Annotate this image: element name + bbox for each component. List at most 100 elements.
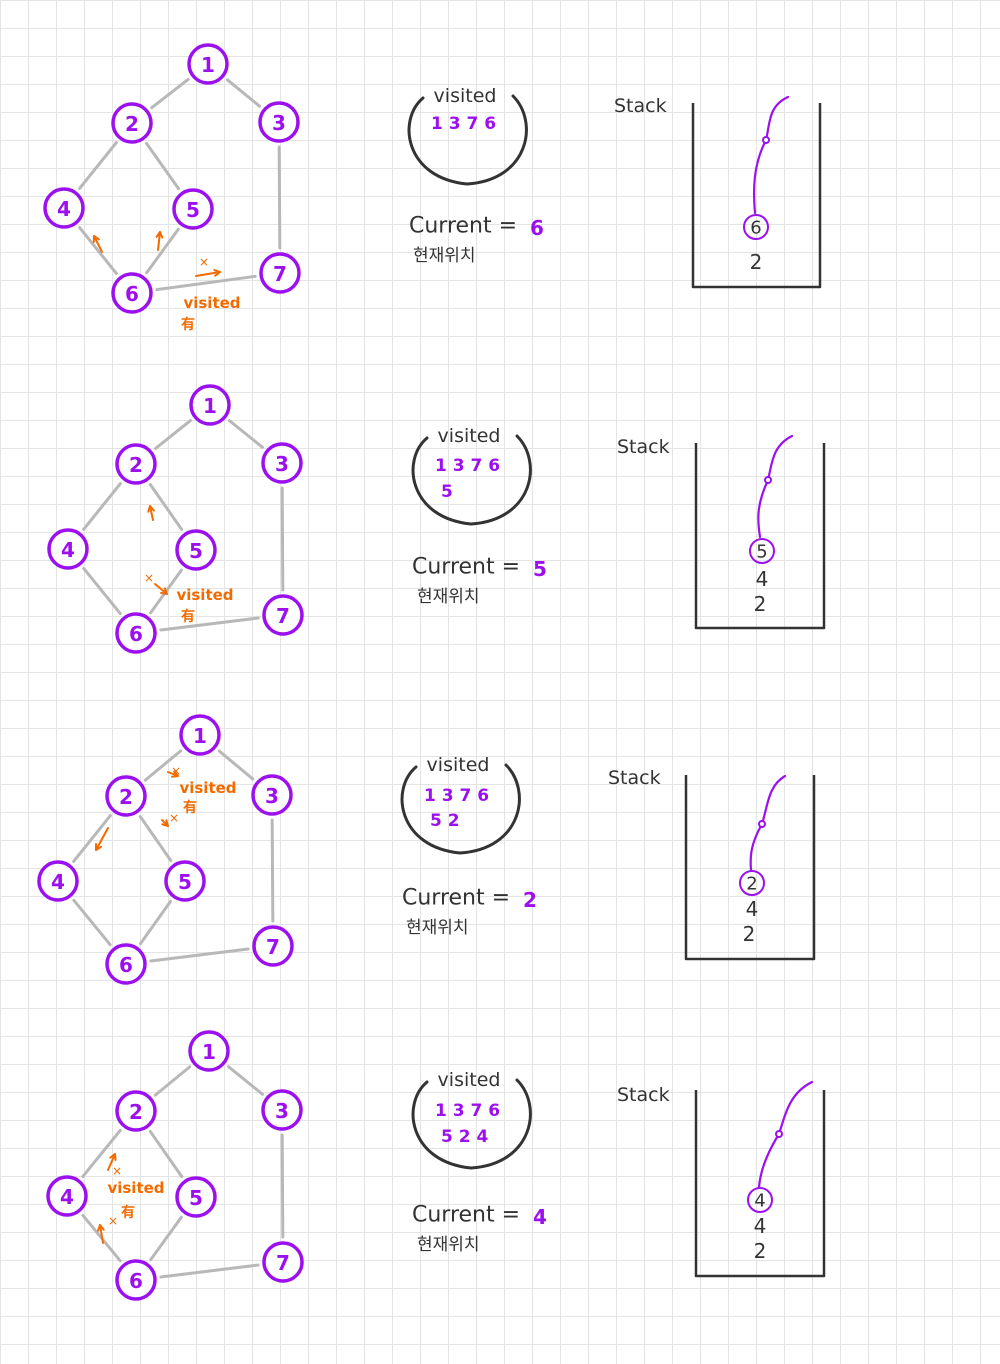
graph-node-3: 3 — [261, 442, 303, 484]
node-label: 2 — [129, 453, 143, 477]
visited-line-1: 1 3 7 6 — [424, 786, 489, 806]
stack-item: 6 — [750, 218, 761, 239]
graph-edge-1-3 — [225, 78, 262, 108]
node-label: 2 — [119, 785, 133, 809]
node-label: 7 — [266, 935, 280, 959]
graph-edge-1-3 — [217, 749, 255, 781]
graph-edge-6-7 — [159, 1263, 260, 1279]
arrow-head-icon — [147, 505, 155, 513]
annotation-arrow — [161, 819, 169, 827]
cross-mark-icon: × — [171, 764, 181, 778]
graph-node-2: 2 — [111, 102, 153, 144]
visited-line-1: 1 3 7 6 — [431, 114, 496, 134]
node-label: 6 — [119, 953, 133, 977]
current-value: 6 — [530, 216, 544, 240]
annotation-arrow — [107, 1153, 117, 1171]
visited-title: visited — [434, 85, 497, 107]
current-label-korean: 현재위치 — [417, 587, 480, 607]
graph-node-5: 5 — [175, 529, 217, 571]
current-value: 5 — [533, 557, 547, 581]
stack-top-marker — [739, 870, 765, 896]
stack-item: 4 — [754, 1214, 767, 1238]
stack-item: 2 — [750, 250, 763, 274]
node-circle — [262, 1241, 304, 1283]
node-circle — [115, 612, 157, 654]
node-label: 7 — [276, 604, 290, 628]
node-circle — [43, 187, 85, 229]
visited-line-2: 5 — [441, 482, 453, 502]
arrow-head-icon — [94, 843, 103, 851]
node-circle — [175, 529, 217, 571]
node-label: 5 — [189, 539, 203, 563]
stack-pointer-knot — [775, 1130, 783, 1138]
graph-node-7: 7 — [259, 252, 301, 294]
node-circle — [164, 860, 206, 902]
stack-item: 4 — [756, 567, 769, 591]
arrow-shaft — [99, 1224, 104, 1244]
graph-edge-3-7 — [280, 486, 285, 592]
node-label: 2 — [129, 1100, 143, 1124]
arrow-shaft — [154, 583, 168, 595]
node-circle — [261, 1089, 303, 1131]
node-label: 6 — [125, 282, 139, 306]
node-label: 1 — [201, 53, 215, 77]
graph-edge-4-6 — [72, 898, 112, 947]
visited-title: visited — [438, 425, 501, 447]
annotation-visited-text: visited — [107, 1179, 164, 1197]
arrow-shaft — [95, 827, 109, 851]
arrow-head-icon — [161, 819, 169, 827]
graph-edge-2-4 — [82, 482, 122, 531]
graph-node-2: 2 — [115, 1090, 157, 1132]
cross-mark-icon: × — [169, 811, 179, 825]
stack-top-marker — [743, 214, 769, 240]
visited-bag-outline — [400, 763, 521, 855]
stack-item: 4 — [746, 897, 759, 921]
node-circle — [187, 43, 229, 85]
graph-node-6: 6 — [115, 1259, 157, 1301]
annotation-arrow — [167, 770, 179, 778]
node-circle — [105, 943, 147, 985]
node-label: 4 — [61, 538, 75, 562]
graph-node-1: 1 — [189, 384, 231, 426]
graph-node-6: 6 — [115, 612, 157, 654]
graph-edge-2-4 — [72, 814, 112, 863]
graph-edge-6-7 — [155, 274, 257, 292]
visited-title: visited — [438, 1069, 501, 1091]
visited-bag-outline — [411, 434, 532, 526]
graph-node-7: 7 — [252, 925, 294, 967]
stack-title: Stack — [608, 767, 661, 789]
stack-container — [691, 103, 822, 289]
annotation-has-text: 有 — [121, 1204, 135, 1221]
annotation-visited-text: visited — [183, 294, 240, 312]
graph-node-3: 3 — [261, 1089, 303, 1131]
annotation-has-text: 有 — [183, 799, 197, 816]
node-circle — [46, 1175, 88, 1217]
graph-edge-1-3 — [226, 1065, 265, 1096]
annotation-arrow — [154, 583, 168, 595]
node-label: 1 — [193, 724, 207, 748]
graph-edge-1-2 — [153, 1065, 192, 1097]
node-circle — [47, 528, 89, 570]
node-circle — [175, 1176, 217, 1218]
graph-node-5: 5 — [175, 1176, 217, 1218]
graph-edge-3-7 — [277, 145, 282, 250]
graph-edge-3-7 — [270, 818, 275, 923]
graph-edge-1-2 — [150, 77, 190, 110]
node-circle — [105, 775, 147, 817]
cross-mark-icon: × — [144, 571, 154, 585]
graph-node-1: 1 — [179, 714, 221, 756]
node-label: 4 — [57, 197, 71, 221]
stack-item: 5 — [756, 542, 767, 563]
node-label: 3 — [275, 452, 289, 476]
